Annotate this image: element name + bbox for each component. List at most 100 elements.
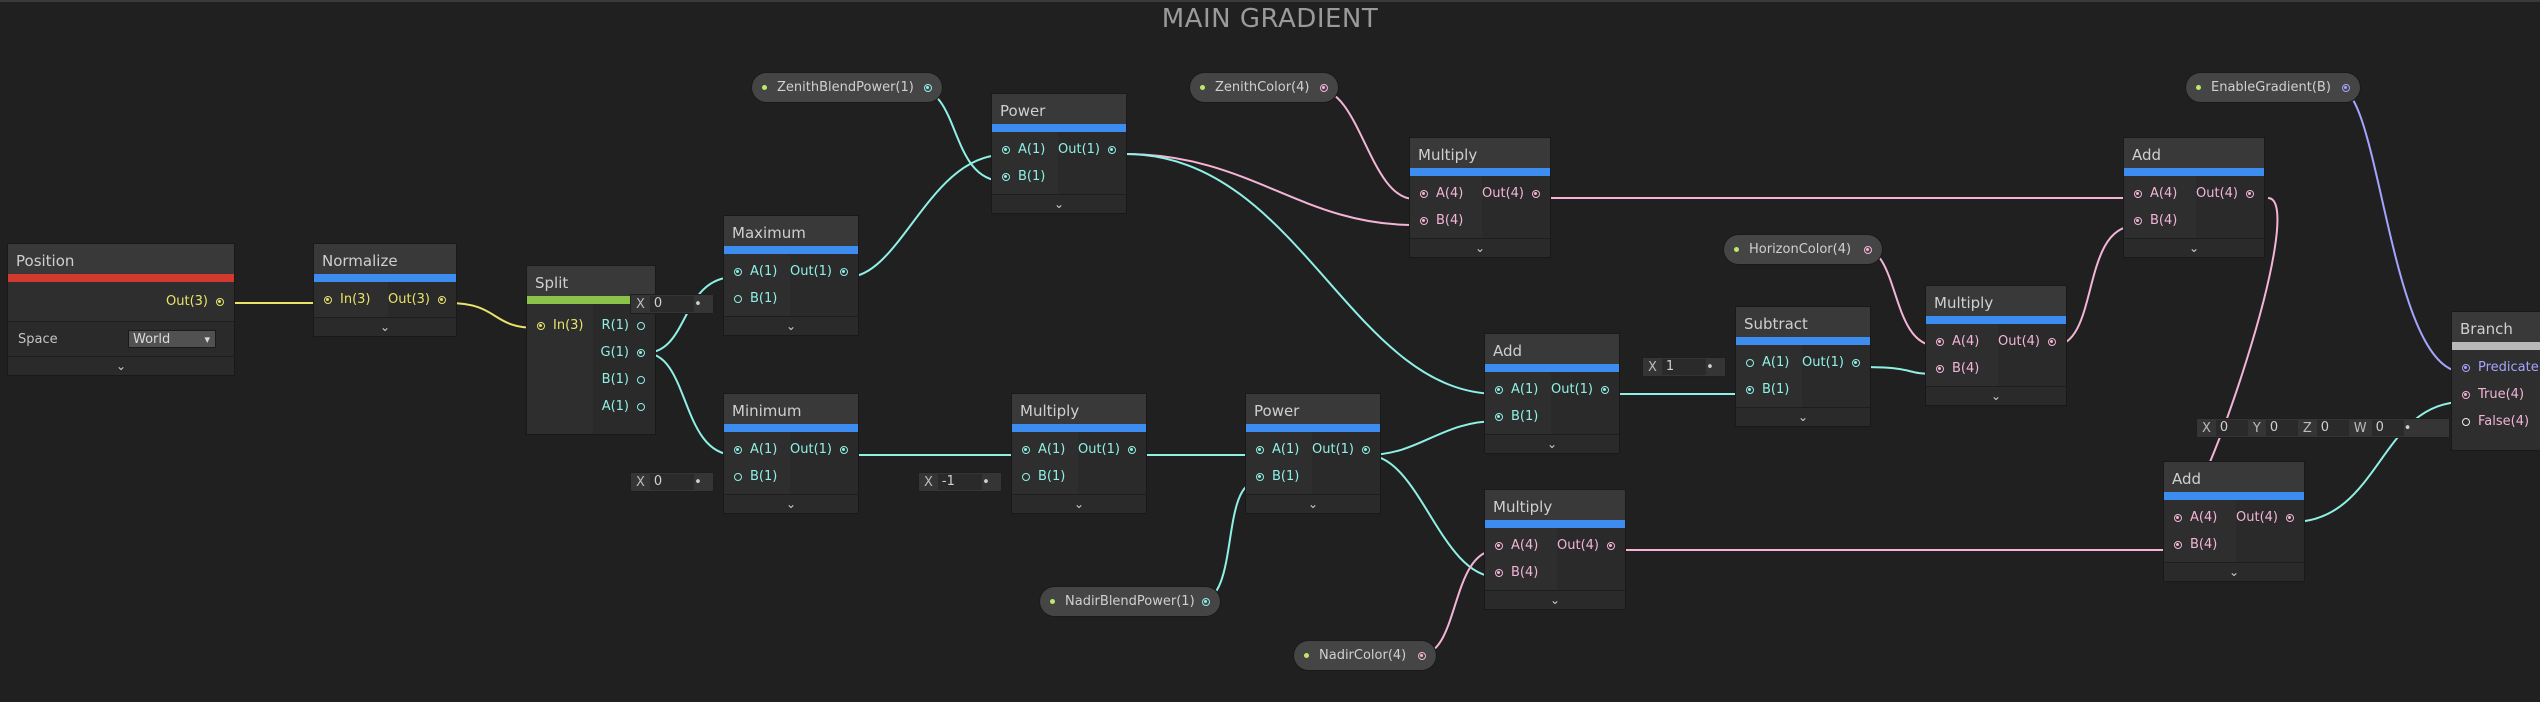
port-dot-icon[interactable] <box>1128 445 1136 454</box>
inline-input-branch-false[interactable]: X 0 Y 0 Z 0 W 0 • <box>2196 418 2450 438</box>
port-dot-icon[interactable] <box>1256 445 1264 454</box>
node-power-top[interactable]: Power A(1) B(1) Out(1) ⌄ <box>992 94 1126 213</box>
port-dot-icon[interactable] <box>1532 189 1540 198</box>
node-add-mid-port-a[interactable]: A(1) <box>1485 376 1551 403</box>
wire-enablegradient-branch[interactable] <box>2339 88 2464 373</box>
inline-input-value[interactable]: -1 <box>937 474 982 490</box>
node-multiply-nadir-collapse-chevron-down-icon[interactable]: ⌄ <box>1485 590 1625 609</box>
port-dot-icon[interactable] <box>2462 417 2470 426</box>
node-split-port-r[interactable]: R(1) <box>593 312 655 339</box>
port-dot-icon[interactable] <box>2048 337 2056 346</box>
node-add-top-port-a[interactable]: A(4) <box>2124 180 2196 207</box>
node-branch[interactable]: Branch Predicate( True(4) False(4) <box>2452 312 2540 450</box>
inline-input-value[interactable]: 0 <box>649 474 694 490</box>
node-multiply-mid-port-a[interactable]: A(1) <box>1012 436 1078 463</box>
node-subtract-port-out[interactable]: Out(1) <box>1802 349 1870 376</box>
port-dot-icon[interactable] <box>637 375 645 384</box>
node-add-mid-port-b[interactable]: B(1) <box>1485 403 1551 430</box>
node-multiply-horizon[interactable]: Multiply A(4) B(4) Out(4) ⌄ <box>1926 286 2066 405</box>
port-dot-icon[interactable] <box>1495 412 1503 421</box>
node-position-collapse-chevron-down-icon[interactable]: ⌄ <box>8 356 234 375</box>
port-dot-icon[interactable] <box>1022 472 1030 481</box>
node-multiply-zenith-port-a[interactable]: A(4) <box>1410 180 1482 207</box>
node-power-top-collapse-chevron-down-icon[interactable]: ⌄ <box>992 194 1126 213</box>
node-power-bottom[interactable]: Power A(1) B(1) Out(1) ⌄ <box>1246 394 1380 513</box>
inline-input-value[interactable]: 0 <box>2265 420 2298 436</box>
property-horizon-color[interactable]: HorizonColor(4) <box>1724 235 1882 264</box>
node-multiply-zenith-collapse-chevron-down-icon[interactable]: ⌄ <box>1410 238 1550 257</box>
port-dot-icon[interactable] <box>1420 189 1428 198</box>
property-zenith-blend-power[interactable]: ZenithBlendPower(1) <box>752 73 942 102</box>
port-dot-icon[interactable] <box>1108 145 1116 154</box>
node-add-bottom-port-a[interactable]: A(4) <box>2164 504 2236 531</box>
wire-multiply-horizon-add-top[interactable] <box>2052 225 2136 347</box>
node-add-bottom-port-out[interactable]: Out(4) <box>2236 504 2304 531</box>
port-dot-icon[interactable] <box>1256 472 1264 481</box>
inline-input-multiply-b[interactable]: X -1 • <box>918 472 1002 492</box>
port-dot-icon[interactable] <box>1495 568 1503 577</box>
port-dot-icon[interactable] <box>2286 513 2294 522</box>
port-dot-icon[interactable] <box>2174 540 2182 549</box>
port-dot-icon[interactable] <box>1495 385 1503 394</box>
port-dot-icon[interactable] <box>2246 189 2254 198</box>
node-add-top-port-out[interactable]: Out(4) <box>2196 180 2264 207</box>
port-dot-icon[interactable] <box>1022 445 1030 454</box>
node-minimum-port-b[interactable]: B(1) <box>724 463 790 490</box>
node-add-bottom[interactable]: Add A(4) B(4) Out(4) ⌄ <box>2164 462 2304 581</box>
wire-zenithcolor-multiply[interactable] <box>1317 88 1415 200</box>
node-add-mid-port-out[interactable]: Out(1) <box>1551 376 1619 403</box>
node-power-top-port-a[interactable]: A(1) <box>992 136 1058 163</box>
port-dot-icon[interactable] <box>924 83 932 92</box>
inline-input-value[interactable]: 1 <box>1661 359 1706 375</box>
port-dot-icon[interactable] <box>637 321 645 330</box>
wire-power-add-mid-a[interactable] <box>1124 153 1499 395</box>
wire-add-bottom-branch[interactable] <box>2291 401 2464 523</box>
wire-power-bottom-multiply-nadir[interactable] <box>1366 454 1498 578</box>
inline-input-subtract-a[interactable]: X 1 • <box>1642 357 1726 377</box>
node-multiply-nadir-port-a[interactable]: A(4) <box>1485 532 1557 559</box>
port-dot-icon[interactable] <box>1362 445 1370 454</box>
node-power-bottom-port-b[interactable]: B(1) <box>1246 463 1312 490</box>
node-multiply-nadir-port-b[interactable]: B(4) <box>1485 559 1557 586</box>
node-multiply-zenith-port-out[interactable]: Out(4) <box>1482 180 1550 207</box>
node-add-bottom-collapse-chevron-down-icon[interactable]: ⌄ <box>2164 562 2304 581</box>
port-dot-icon[interactable] <box>1202 597 1210 606</box>
wire-split-maximum[interactable] <box>644 276 736 354</box>
node-multiply-nadir-port-out[interactable]: Out(4) <box>1557 532 1625 559</box>
node-maximum-collapse-chevron-down-icon[interactable]: ⌄ <box>724 316 858 335</box>
port-dot-icon[interactable] <box>1852 358 1860 367</box>
inline-input-value[interactable]: 0 <box>2371 420 2404 436</box>
node-multiply-horizon-port-a[interactable]: A(4) <box>1926 328 1998 355</box>
port-dot-icon[interactable] <box>637 402 645 411</box>
port-dot-icon[interactable] <box>1601 385 1609 394</box>
property-zenith-color[interactable]: ZenithColor(4) <box>1190 73 1338 102</box>
node-multiply-mid-port-out[interactable]: Out(1) <box>1078 436 1146 463</box>
port-dot-icon[interactable] <box>2134 216 2142 225</box>
port-dot-icon[interactable] <box>1002 145 1010 154</box>
port-dot-icon[interactable] <box>734 267 742 276</box>
node-subtract[interactable]: Subtract A(1) B(1) Out(1) ⌄ <box>1736 307 1870 426</box>
port-dot-icon[interactable] <box>2134 189 2142 198</box>
node-multiply-nadir[interactable]: Multiply A(4) B(4) Out(4) ⌄ <box>1485 490 1625 609</box>
node-normalize-port-in[interactable]: In(3) <box>314 286 388 313</box>
node-subtract-port-b[interactable]: B(1) <box>1736 376 1802 403</box>
node-position[interactable]: Position Out(3) Space World ⌄ <box>8 244 234 375</box>
port-dot-icon[interactable] <box>1418 651 1426 660</box>
node-add-top[interactable]: Add A(4) B(4) Out(4) ⌄ <box>2124 138 2264 257</box>
inline-input-value[interactable]: 0 <box>649 296 694 312</box>
node-power-top-port-out[interactable]: Out(1) <box>1058 136 1126 163</box>
node-multiply-horizon-port-b[interactable]: B(4) <box>1926 355 1998 382</box>
node-multiply-horizon-collapse-chevron-down-icon[interactable]: ⌄ <box>1926 386 2066 405</box>
port-dot-icon[interactable] <box>438 295 446 304</box>
port-dot-icon[interactable] <box>1746 385 1754 394</box>
node-minimum[interactable]: Minimum A(1) B(1) Out(1) ⌄ <box>724 394 858 513</box>
node-maximum-port-b[interactable]: B(1) <box>724 285 790 312</box>
node-power-bottom-port-out[interactable]: Out(1) <box>1312 436 1380 463</box>
port-dot-icon[interactable] <box>1864 245 1872 254</box>
port-dot-icon[interactable] <box>1002 172 1010 181</box>
node-minimum-collapse-chevron-down-icon[interactable]: ⌄ <box>724 494 858 513</box>
node-branch-port-predicate[interactable]: Predicate( <box>2452 354 2540 381</box>
wire-zenithblend-power[interactable] <box>917 88 1004 182</box>
port-dot-icon[interactable] <box>840 267 848 276</box>
port-dot-icon[interactable] <box>1607 541 1615 550</box>
